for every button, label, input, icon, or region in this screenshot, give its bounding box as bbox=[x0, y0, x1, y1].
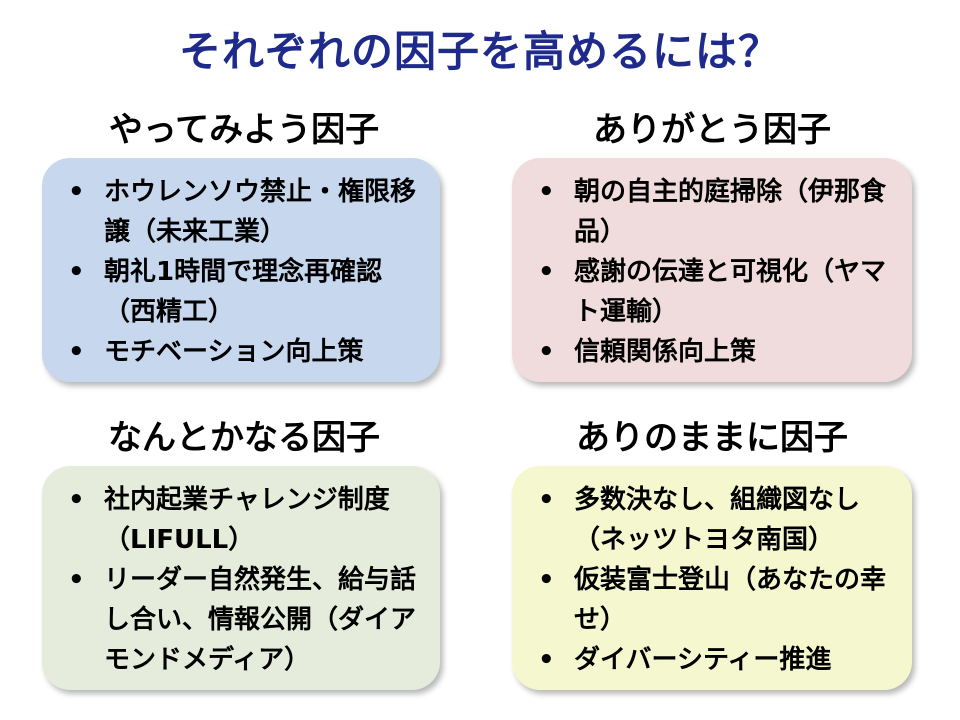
quadrant-box-arinomama: • 多数決なし、組織図なし（ネッツトヨタ南国） • 仮装富士登山（あなたの幸せ） •… bbox=[512, 466, 912, 690]
item-text: 朝の自主的庭掃除（伊那食品） bbox=[574, 177, 887, 247]
item-list: • ホウレンソウ禁止・権限移譲（未来工業） • 朝礼1時間で理念再確認（西精工） •… bbox=[60, 172, 424, 372]
bullet-icon: • bbox=[538, 565, 555, 595]
quadrant-box-arigatou: • 朝の自主的庭掃除（伊那食品） • 感謝の伝達と可視化（ヤマト運輸） • 信頼関係向… bbox=[512, 158, 912, 382]
quadrant-heading-arinomama: ありのままに因子 bbox=[576, 418, 848, 458]
item-list: • 社内起業チャレンジ制度（LIFULL） • リーダー自然発生、給与話し合い、情報… bbox=[60, 480, 424, 680]
item-text: 感謝の伝達と可視化（ヤマト運輸） bbox=[574, 257, 887, 327]
bullet-icon: • bbox=[68, 485, 85, 515]
item-text: 朝礼1時間で理念再確認（西精工） bbox=[104, 257, 383, 327]
quadrant-heading-nantoka-naru: なんとかなる因子 bbox=[108, 418, 380, 458]
item-text: ホウレンソウ禁止・権限移譲（未来工業） bbox=[104, 177, 417, 247]
bullet-icon: • bbox=[538, 485, 555, 515]
list-item: • 多数決なし、組織図なし（ネッツトヨタ南国） bbox=[530, 480, 896, 560]
list-item: • リーダー自然発生、給与話し合い、情報公開（ダイアモンドメディア） bbox=[60, 560, 424, 680]
bullet-icon: • bbox=[68, 257, 85, 287]
bullet-icon: • bbox=[538, 645, 555, 675]
bullet-icon: • bbox=[68, 177, 85, 207]
list-item: • ダイバーシティー推進 bbox=[530, 640, 896, 680]
quadrant-heading-yatte-miyou: やってみよう因子 bbox=[108, 110, 380, 150]
list-item: • ホウレンソウ禁止・権限移譲（未来工業） bbox=[60, 172, 424, 252]
item-text: リーダー自然発生、給与話し合い、情報公開（ダイアモンドメディア） bbox=[104, 565, 417, 675]
list-item: • モチベーション向上策 bbox=[60, 332, 424, 372]
item-text: モチベーション向上策 bbox=[104, 337, 364, 367]
quadrant-box-nantoka-naru: • 社内起業チャレンジ制度（LIFULL） • リーダー自然発生、給与話し合い、情報… bbox=[42, 466, 440, 690]
item-text: 仮装富士登山（あなたの幸せ） bbox=[574, 565, 887, 635]
list-item: • 朝の自主的庭掃除（伊那食品） bbox=[530, 172, 896, 252]
bullet-icon: • bbox=[68, 565, 85, 595]
item-text: 多数決なし、組織図なし（ネッツトヨタ南国） bbox=[574, 485, 861, 555]
list-item: • 仮装富士登山（あなたの幸せ） bbox=[530, 560, 896, 640]
bullet-icon: • bbox=[538, 257, 555, 287]
quadrant-heading-arigatou: ありがとう因子 bbox=[593, 110, 831, 150]
item-list: • 多数決なし、組織図なし（ネッツトヨタ南国） • 仮装富士登山（あなたの幸せ） •… bbox=[530, 480, 896, 680]
item-list: • 朝の自主的庭掃除（伊那食品） • 感謝の伝達と可視化（ヤマト運輸） • 信頼関係向… bbox=[530, 172, 896, 372]
page-title: それぞれの因子を高めるには？ bbox=[178, 27, 781, 76]
quadrant-box-yatte-miyou: • ホウレンソウ禁止・権限移譲（未来工業） • 朝礼1時間で理念再確認（西精工） •… bbox=[42, 158, 440, 382]
bullet-icon: • bbox=[68, 337, 85, 367]
bullet-icon: • bbox=[538, 177, 555, 207]
list-item: • 社内起業チャレンジ制度（LIFULL） bbox=[60, 480, 424, 560]
item-text: 社内起業チャレンジ制度（LIFULL） bbox=[104, 485, 390, 555]
item-text: ダイバーシティー推進 bbox=[574, 645, 832, 675]
list-item: • 信頼関係向上策 bbox=[530, 332, 896, 372]
list-item: • 感謝の伝達と可視化（ヤマト運輸） bbox=[530, 252, 896, 332]
list-item: • 朝礼1時間で理念再確認（西精工） bbox=[60, 252, 424, 332]
bullet-icon: • bbox=[538, 337, 555, 367]
item-text: 信頼関係向上策 bbox=[574, 337, 757, 367]
